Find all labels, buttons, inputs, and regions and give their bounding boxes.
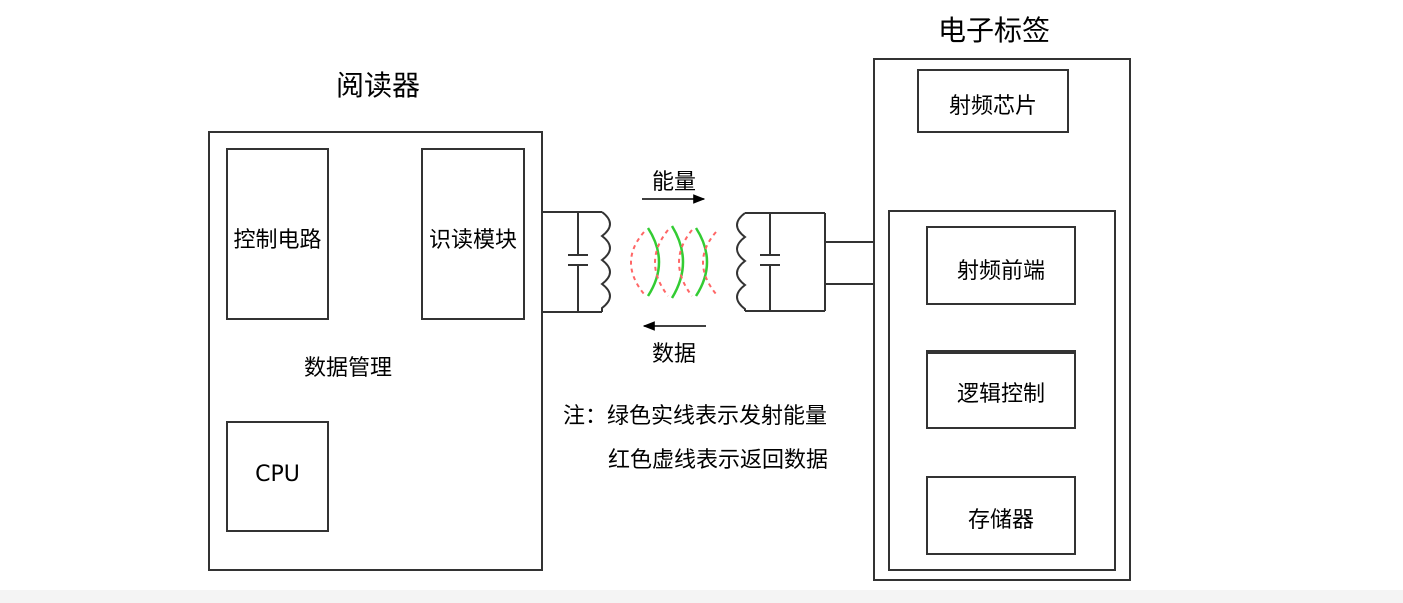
note-line-2: 红色虚线表示返回数据 bbox=[608, 448, 829, 473]
reader-antenna bbox=[542, 211, 611, 313]
rf-frontend-label: 射频前端 bbox=[956, 259, 1045, 284]
tag-antenna bbox=[736, 212, 888, 312]
cpu-label: CPU bbox=[255, 462, 300, 487]
logic-control-box bbox=[926, 350, 1076, 429]
data-label: 数据 bbox=[652, 342, 697, 367]
control-circuit-box bbox=[226, 148, 329, 320]
storage-box bbox=[926, 476, 1076, 555]
reader-title: 阅读器 bbox=[336, 69, 421, 102]
read-module-box bbox=[421, 148, 525, 320]
note-line-1: 注：绿色实线表示发射能量 bbox=[563, 404, 828, 429]
logic-control-label: 逻辑控制 bbox=[956, 382, 1045, 407]
storage-label: 存储器 bbox=[967, 508, 1034, 533]
rf-chip-label: 射频芯片 bbox=[948, 94, 1037, 119]
rf-frontend-box bbox=[926, 226, 1076, 305]
data-waves bbox=[630, 229, 717, 297]
rf-chip-box bbox=[917, 69, 1069, 133]
cpu-box bbox=[226, 421, 329, 532]
read-module-label: 识读模块 bbox=[428, 228, 517, 253]
control-circuit-label: 控制电路 bbox=[233, 228, 322, 253]
energy-waves bbox=[646, 225, 709, 299]
data-management-label: 数据管理 bbox=[304, 356, 393, 381]
tag-title: 电子标签 bbox=[938, 14, 1051, 47]
energy-label: 能量 bbox=[652, 170, 697, 195]
bottom-strip bbox=[0, 590, 1403, 603]
